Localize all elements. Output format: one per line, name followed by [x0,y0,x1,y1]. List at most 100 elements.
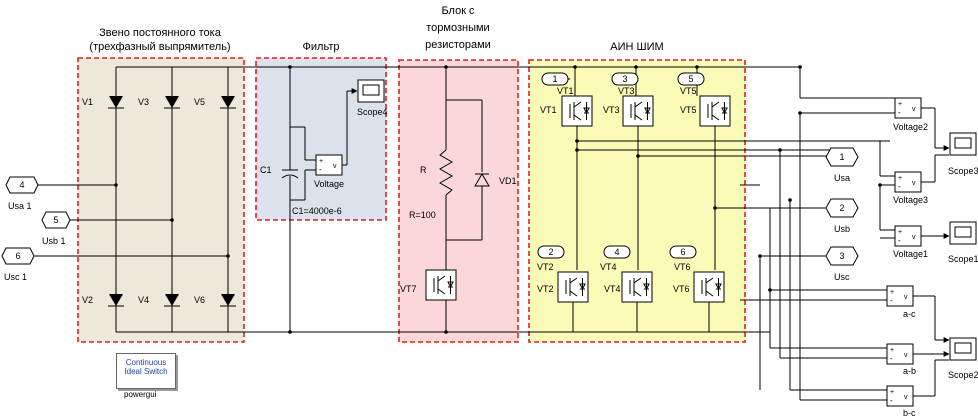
input-label-usb1: Usb 1 [42,236,66,246]
scope1-block[interactable]: Scope1 [948,221,978,264]
igbt-vt5[interactable] [699,95,731,127]
inverter-title: АИН ШИМ [610,41,663,53]
svg-text:4: 4 [19,180,24,190]
vt7-label: VT7 [400,284,417,294]
vt6-gate-label: VT6 [674,262,691,272]
voltage-label: Voltage [314,179,344,189]
brake-region [398,59,519,343]
label-v3: V3 [138,97,149,107]
svg-text:6: 6 [680,247,685,257]
vt3-label: VT3 [603,105,620,115]
diode-v1 [108,96,124,109]
label-v2: V2 [82,295,93,305]
brake-resistor: R R=100 [409,67,482,240]
igbt-vt4[interactable] [621,271,653,303]
input-port-usa1[interactable]: 4 Usa 1 [5,176,116,211]
vt1-label: VT1 [540,105,557,115]
svg-text:6: 6 [15,251,20,261]
igbt-vt6[interactable] [693,271,725,303]
output-port-usb[interactable]: 2 Usb [825,198,859,234]
inverter-gate-in-1[interactable]: 1 [541,72,570,86]
brake-title-line1: Блок с [441,5,475,17]
svg-text:4: 4 [614,247,619,257]
vt4-gate-label: VT4 [600,262,617,272]
filter-capacitor: C1 C1=4000e-6 [260,67,342,332]
ac-label: a-c [903,309,916,319]
svg-text:3: 3 [839,251,844,261]
rectifier-region [77,57,245,343]
powergui-switch: Ideal Switch [124,367,168,376]
ab-label: a-b [903,366,916,376]
capacitor-value: C1=4000e-6 [292,206,342,216]
voltage-bc-block[interactable]: b-c [886,385,916,418]
label-v5: V5 [194,97,205,107]
svg-text:2: 2 [548,247,553,257]
voltage-ac-block[interactable]: a-c [886,285,916,319]
scope4-label: Scope4 [357,107,388,117]
scope2-label: Scope2 [948,370,978,380]
inverter-gate-in-2[interactable]: 2 [537,245,565,259]
inverter-gate-in-3[interactable]: 3 [611,72,639,86]
powergui-block[interactable]: Continuous Ideal Switch [116,353,176,389]
output-label-usb: Usb [834,224,850,234]
scope3-label: Scope3 [948,166,978,176]
scope1-label: Scope1 [948,254,978,264]
vt4-label: VT4 [604,284,621,294]
voltage-measure-filter[interactable]: Voltage [314,154,344,189]
rectifier-title-line2: (трехфазный выпрямитель) [89,41,230,53]
rectifier-title-line1: Звено постоянного тока [99,27,222,39]
brake-diode-vd1: VD1 [446,100,517,241]
vd1-label: VD1 [499,176,517,186]
svg-text:5: 5 [53,215,58,225]
voltage2-block[interactable]: Voltage2 [893,97,928,132]
output-label-usc: Usc [834,272,850,282]
inverter-gate-in-5[interactable]: 5 [677,72,705,86]
vt5-label: VT5 [680,105,697,115]
output-port-usa[interactable]: 1 Usa [825,147,859,183]
voltage3-label: Voltage3 [893,195,928,205]
vt2-label: VT2 [537,284,554,294]
voltage-ab-block[interactable]: a-b [886,343,916,376]
diode-v4 [164,294,180,307]
diode-v6 [220,294,236,307]
scope4-block[interactable]: Scope4 [357,79,388,117]
junction-dots [114,65,882,334]
brake-switch-vt7[interactable]: VT7 [400,269,457,301]
igbt-vt1[interactable] [561,95,593,127]
label-v4: V4 [138,295,149,305]
inverter-gate-in-6[interactable]: 6 [669,245,697,259]
diode-v3 [164,96,180,109]
input-port-usb1[interactable]: 5 Usb 1 [41,211,172,246]
output-label-usa: Usa [834,173,850,183]
igbt-vt2[interactable] [557,271,589,303]
vt6-label: VT6 [673,284,690,294]
input-label-usa1: Usa 1 [8,201,32,211]
diode-v5 [220,96,236,109]
svg-text:1: 1 [552,74,557,84]
voltage3-block[interactable]: Voltage3 [893,171,928,205]
scope2-block[interactable]: Scope2 [948,337,978,380]
brake-title-line2: тормозными [426,22,489,34]
input-label-usc1: Usc 1 [4,272,27,282]
capacitor-label: C1 [260,165,272,175]
svg-text:1: 1 [839,152,844,162]
vt5-gate-label: VT5 [680,86,697,96]
powergui-mode: Continuous [125,358,167,367]
input-port-usc1[interactable]: 6 Usc 1 [1,247,228,282]
voltage1-block[interactable]: Voltage1 [893,225,928,259]
bc-label: b-c [903,408,916,418]
scope3-block[interactable]: Scope3 [948,132,978,176]
voltage1-label: Voltage1 [893,249,928,259]
powergui-label: powergui [124,390,157,399]
svg-text:5: 5 [688,74,693,84]
label-v6: V6 [194,295,205,305]
filter-title: Фильтр [303,41,340,53]
svg-text:3: 3 [622,74,627,84]
resistor-value: R=100 [409,210,436,220]
voltage2-label: Voltage2 [893,122,928,132]
inverter-gate-in-4[interactable]: 4 [603,245,631,259]
igbt-vt3[interactable] [622,95,654,127]
output-port-usc[interactable]: 3 Usc [825,246,859,282]
rectifier-bridge: V1 V3 V5 V2 V4 V6 [82,67,236,332]
